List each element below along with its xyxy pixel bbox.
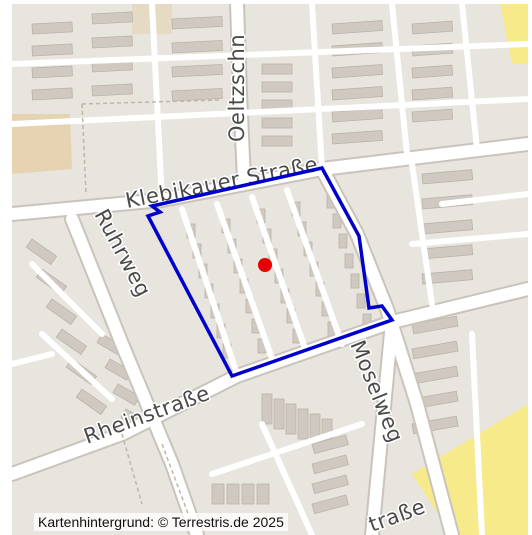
building (241, 483, 255, 505)
building (344, 253, 354, 269)
map-attribution: Kartenhintergrund: © Terrestris.de 2025 (34, 513, 288, 531)
building (171, 15, 223, 30)
building (311, 434, 349, 455)
building (256, 483, 270, 505)
building (273, 398, 285, 430)
sand-area (12, 114, 72, 174)
building (356, 293, 366, 309)
building (211, 483, 225, 505)
building (31, 21, 73, 35)
building (297, 408, 309, 440)
building (31, 65, 73, 79)
street-label-oeltzschner: Oeltzschn (225, 34, 249, 142)
building (331, 64, 384, 79)
building (311, 494, 349, 515)
footpaths (81, 99, 223, 525)
building (285, 403, 297, 435)
building (171, 39, 223, 54)
building (45, 298, 78, 325)
building (411, 86, 454, 101)
building (411, 315, 459, 335)
building (31, 87, 73, 101)
building (261, 63, 293, 75)
building (91, 11, 133, 25)
building (331, 86, 384, 101)
building (55, 328, 88, 355)
building (171, 87, 223, 102)
building (421, 169, 474, 185)
building (421, 269, 474, 285)
map-viewport[interactable]: Oeltzschn Klebikauer Straße Ruhrweg Rhei… (12, 4, 528, 535)
area-boundary[interactable] (145, 166, 395, 379)
building (261, 81, 293, 93)
building (311, 454, 349, 475)
building (411, 340, 459, 360)
building (261, 393, 273, 425)
building (171, 63, 223, 78)
building (411, 64, 454, 79)
building (331, 130, 384, 145)
building (31, 43, 73, 57)
building (261, 135, 293, 147)
building (25, 238, 58, 265)
building (411, 108, 454, 123)
building (350, 273, 360, 289)
building (75, 388, 108, 415)
building (411, 20, 454, 35)
location-dot-icon[interactable] (258, 258, 272, 272)
building (331, 20, 384, 35)
yellow-area (500, 4, 528, 64)
building (338, 233, 348, 249)
map-canvas[interactable]: Oeltzschn Klebikauer Straße Ruhrweg Rhei… (12, 4, 528, 535)
building (261, 117, 293, 129)
building (311, 474, 349, 495)
building (91, 35, 133, 49)
building (226, 483, 240, 505)
building (91, 83, 133, 97)
